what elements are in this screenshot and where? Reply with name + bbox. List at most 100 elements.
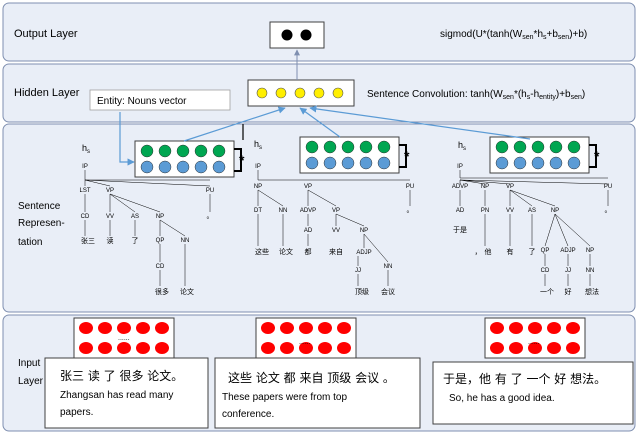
arrow-entity-to-vector xyxy=(119,112,135,166)
hidden-node xyxy=(275,87,287,99)
sentence-node-green xyxy=(567,140,581,154)
tree-edge xyxy=(459,179,511,185)
tree-tag: NN xyxy=(181,238,190,244)
tree-word: 张三 xyxy=(81,236,95,245)
tree-tag: NP xyxy=(481,184,489,190)
sentence-node-green xyxy=(495,140,509,154)
sentence-convolution-formula: Sentence Convolution: tanh(Wsen*(hs-hent… xyxy=(367,89,585,101)
tree-tag: NP xyxy=(156,214,164,220)
hs-label-3: hs xyxy=(458,140,466,152)
sentence-node-blue xyxy=(531,156,545,170)
input-node xyxy=(261,342,275,354)
tree-word: 这些 xyxy=(255,247,269,256)
sentence-node-blue xyxy=(212,160,226,174)
input-node xyxy=(280,342,294,354)
input-node xyxy=(117,342,131,354)
input-node xyxy=(528,322,542,334)
sentence-node-blue xyxy=(176,160,190,174)
vector-bracket xyxy=(399,144,407,168)
sentence-node-blue xyxy=(513,156,527,170)
output-node-box xyxy=(269,21,325,49)
svg-text:......: ...... xyxy=(528,339,540,346)
tree-tag: PN xyxy=(481,208,489,214)
tree-word: 会议 xyxy=(381,287,395,296)
tree-tag: VV xyxy=(106,214,114,220)
tree-tag: NP xyxy=(586,248,594,254)
tree-edge xyxy=(554,213,569,247)
tree-tag: ADVP xyxy=(300,208,316,214)
sentence-node-green xyxy=(341,140,355,154)
tree-edge xyxy=(109,193,136,213)
sentence-node-blue xyxy=(377,156,391,170)
tree-edge xyxy=(84,179,211,187)
input-sentence-cn-1: 张三 读 了 很多 论文。 xyxy=(60,368,183,383)
sentence-node-green xyxy=(140,144,154,158)
input-node xyxy=(318,342,332,354)
sentence-node-blue xyxy=(323,156,337,170)
tree-edge xyxy=(159,219,186,237)
arrow-vector3-to-hidden xyxy=(309,105,531,140)
hs-label-1: hs xyxy=(82,143,90,155)
tree-tag: JJ xyxy=(355,268,361,274)
sentence-node-blue xyxy=(140,160,154,174)
tree-word: 一个 xyxy=(540,288,554,296)
tree-tag: CD xyxy=(156,264,165,270)
tree-tag: VP xyxy=(304,184,312,190)
sentence-node-green xyxy=(513,140,527,154)
input-sentence-box-2 xyxy=(214,357,421,429)
tree-tag: QP xyxy=(541,248,550,254)
sentence-node-green xyxy=(359,140,373,154)
tree-tag: VV xyxy=(506,208,514,214)
tree-edge xyxy=(257,189,284,207)
star-symbol: * xyxy=(594,148,600,164)
input-node xyxy=(98,342,112,354)
tree-tag: NP xyxy=(551,208,559,214)
sentence-node-green xyxy=(305,140,319,154)
tree-word: 来自 xyxy=(329,247,343,256)
tree-word: ， xyxy=(475,248,482,256)
tree-tag: AS xyxy=(528,208,536,214)
star-symbol: * xyxy=(404,148,410,164)
tree-word: 有 xyxy=(507,247,514,256)
input-node xyxy=(547,322,561,334)
input-embedding-3: ...... xyxy=(484,317,586,359)
tree-tag: ADVP xyxy=(452,184,468,190)
input-sentence-en1-3: So, he has a good idea. xyxy=(449,393,555,404)
tree-tag: LST xyxy=(79,188,90,194)
input-node xyxy=(490,322,504,334)
tree-tag: AS xyxy=(131,214,139,220)
tree-tag: CD xyxy=(81,214,90,220)
sentence-node-green xyxy=(323,140,337,154)
sentence-node-blue xyxy=(305,156,319,170)
tree-word: 读 xyxy=(107,236,114,245)
sentence-node-blue xyxy=(158,160,172,174)
output-formula: sigmod(U*(tanh(Wsen*hs+bsen)+b) xyxy=(440,29,587,41)
input-embedding-1: ...... xyxy=(73,317,175,359)
input-sentence-en2-1: papers. xyxy=(60,407,93,418)
svg-text:......: ...... xyxy=(299,339,311,346)
sentence-node-green xyxy=(212,144,226,158)
input-node xyxy=(280,322,294,334)
input-sentence-box-3 xyxy=(432,361,634,425)
tree-tag: PU xyxy=(604,184,612,190)
tree-word: 了 xyxy=(132,237,139,245)
tree-word: 于是 xyxy=(453,226,467,234)
tree-tag: DT xyxy=(254,208,262,214)
input-node xyxy=(299,322,313,334)
input-node xyxy=(155,322,169,334)
sentence-node-green xyxy=(176,144,190,158)
tree-word: 。 xyxy=(407,206,414,214)
hidden-node xyxy=(256,87,268,99)
sentence-node-blue xyxy=(567,156,581,170)
input-node xyxy=(79,322,93,334)
sentence-node-blue xyxy=(549,156,563,170)
tree-edge xyxy=(335,213,365,227)
input-node xyxy=(136,322,150,334)
input-node xyxy=(490,342,504,354)
tree-word: 论文 xyxy=(279,247,293,256)
input-embedding-2: ...... xyxy=(255,317,357,359)
input-sentence-box-1 xyxy=(44,357,209,429)
output-node xyxy=(300,29,312,41)
entity-label-box xyxy=(89,89,231,111)
